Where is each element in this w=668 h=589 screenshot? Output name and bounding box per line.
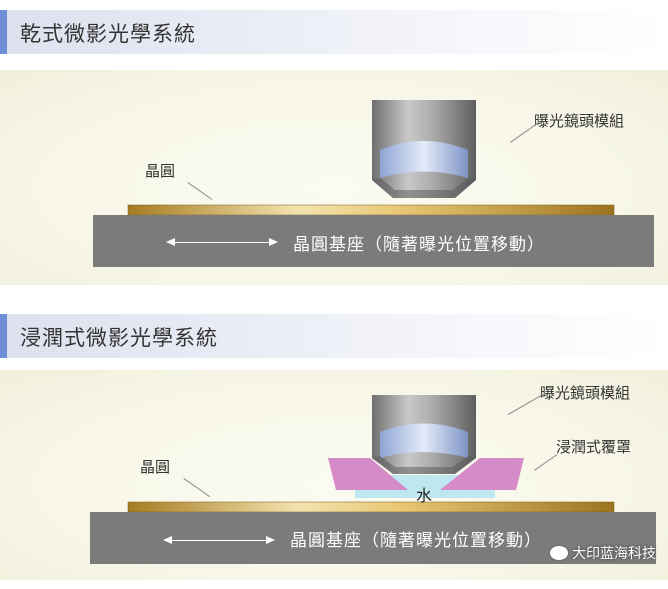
immersion-wafer-label: 晶圓 [140,458,171,476]
immersion-section-header: 浸潤式微影光學系統 [0,314,668,358]
watermark-text: 大印蓝海科技 [572,546,656,562]
dry-stage-move-arrow-icon [166,238,278,246]
lens-element [380,141,468,178]
immersion-lens-label: 曝光鏡頭模組 [540,384,631,402]
immersion-hood-label: 浸潤式覆罩 [556,438,632,456]
header-accent-bar [0,10,7,54]
wafer [127,501,615,513]
dry-stage-label: 晶圓基座（隨著曝光位置移動） [293,235,545,255]
dry-section-title: 乾式微影光學系統 [20,22,196,46]
exposure-lens-module [372,395,476,474]
lens-element [380,423,468,458]
immersion-section-title: 浸潤式微影光學系統 [20,326,218,350]
immersion-hood-left [328,458,408,490]
dry-wafer-label: 晶圓 [145,162,176,180]
dry-lens-label: 曝光鏡頭模組 [534,112,625,130]
dry-diagram-panel: 曝光鏡頭模組 晶圓 晶圓基座（隨著曝光位置移動） [0,70,668,285]
immersion-hood-right [440,458,524,490]
exposure-lens-module [372,100,476,198]
watermark: 大印蓝海科技 [550,543,656,563]
dry-section-header: 乾式微影光學系統 [0,10,668,54]
water-label: 水 [416,486,433,505]
wafer [127,204,615,216]
immersion-stage-move-arrow-icon [163,536,275,544]
immersion-stage-label: 晶圓基座（隨著曝光位置移動） [290,531,542,551]
header-accent-bar [0,314,7,358]
wechat-icon [550,546,568,560]
wafer-stage [93,215,654,267]
dry-diagram [93,100,654,267]
